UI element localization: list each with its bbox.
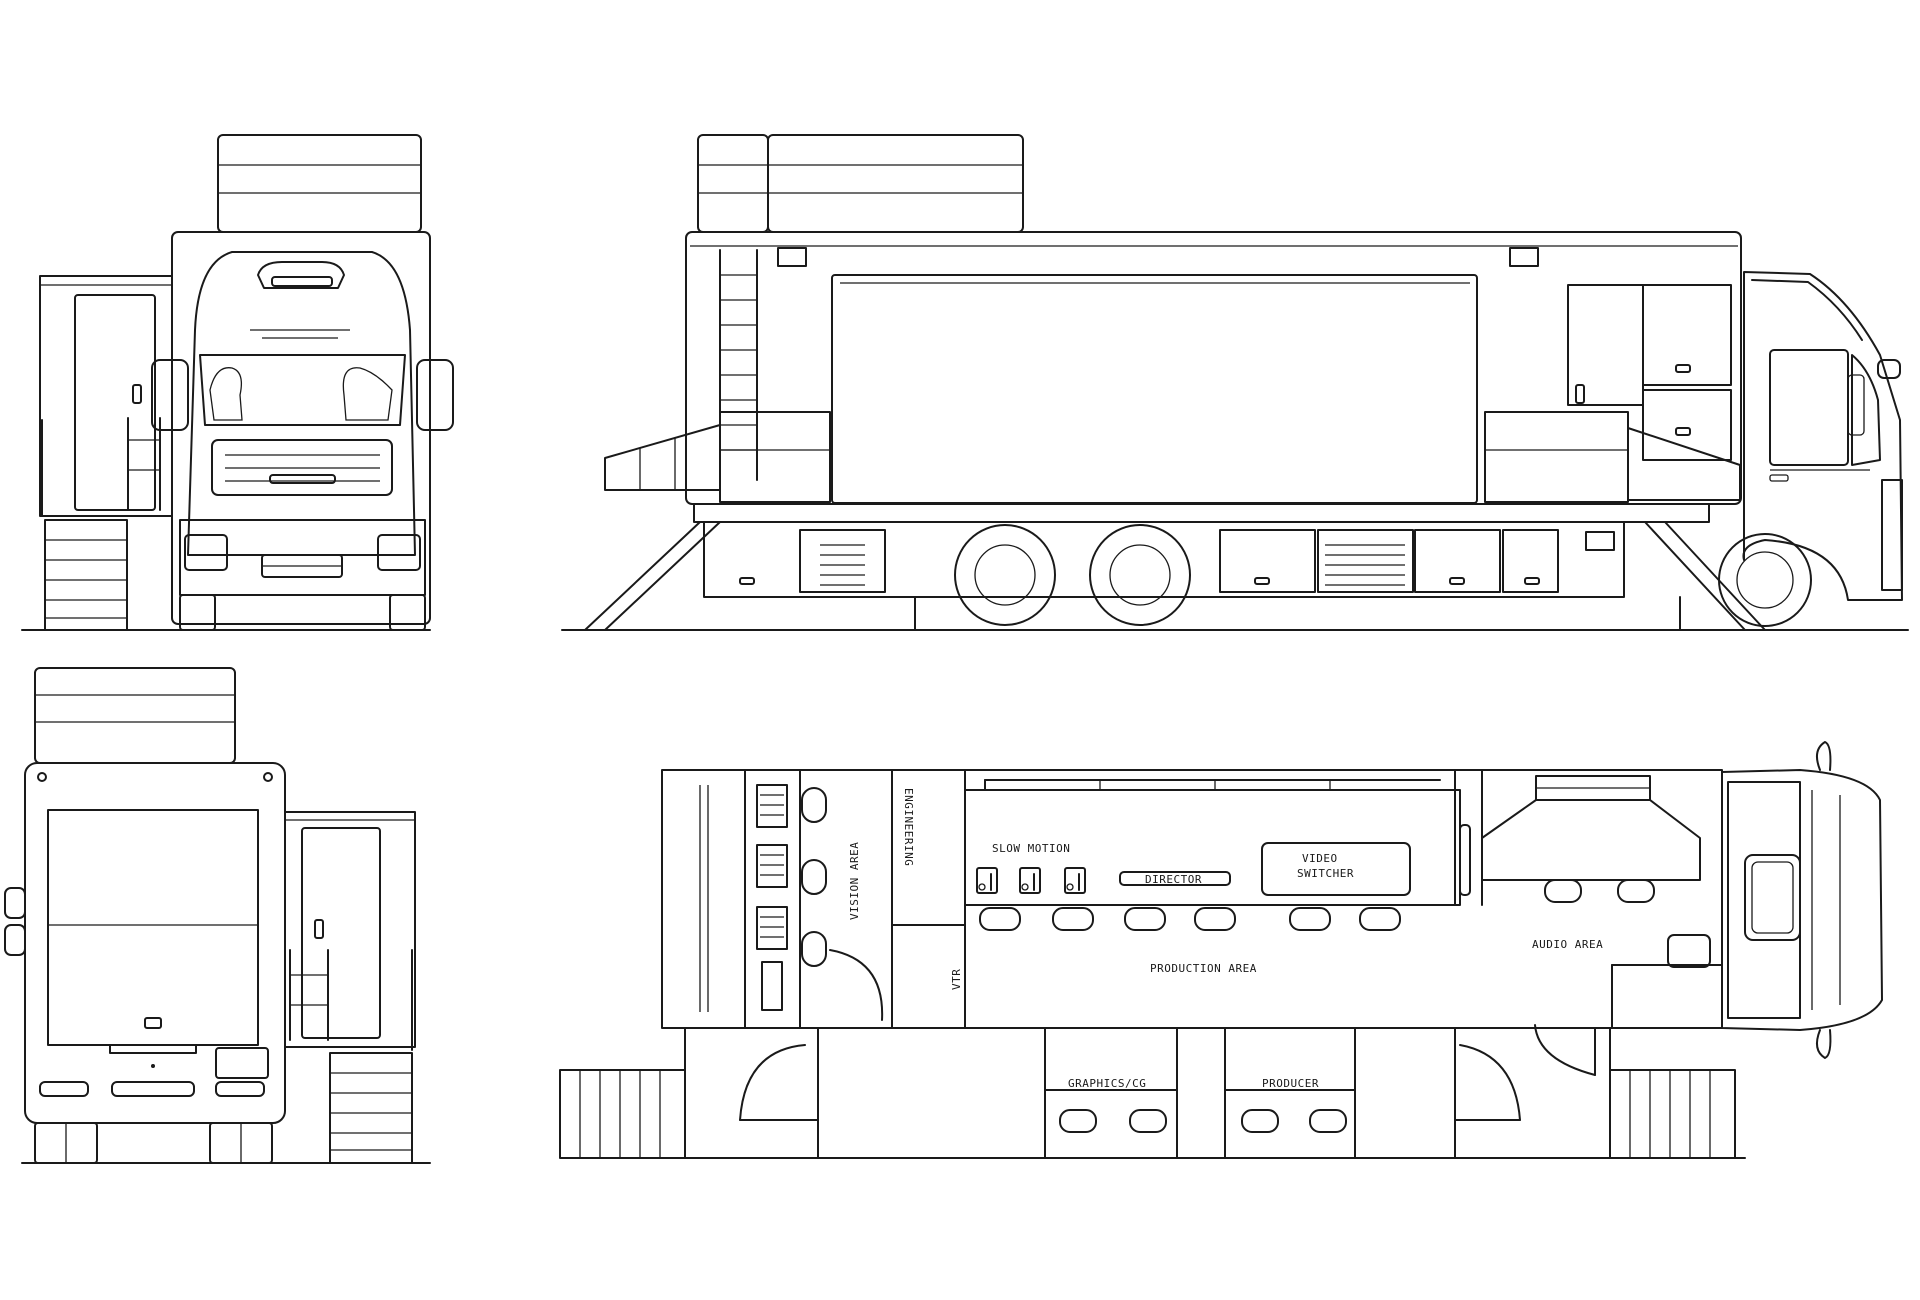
- floor-plan-view: [559, 741, 1883, 1159]
- side-elevation-view: [561, 134, 1909, 631]
- front-elevation-view: [21, 134, 454, 631]
- label-slow-motion: SLOW MOTION: [992, 842, 1070, 855]
- label-vtr: VTR: [950, 969, 963, 990]
- label-video-switcher-line2: SWITCHER: [1297, 867, 1354, 880]
- label-audio-area: AUDIO AREA: [1532, 938, 1603, 951]
- label-vision-area: VISION AREA: [848, 842, 861, 920]
- label-video-switcher-line1: VIDEO: [1302, 852, 1338, 865]
- label-graphics-cg: GRAPHICS/CG: [1068, 1077, 1146, 1090]
- rear-elevation-view: [4, 667, 431, 1164]
- label-producer: PRODUCER: [1262, 1077, 1319, 1090]
- label-production-area: PRODUCTION AREA: [1150, 962, 1257, 975]
- label-engineering: ENGINEERING: [902, 788, 915, 866]
- label-director: DIRECTOR: [1145, 873, 1202, 886]
